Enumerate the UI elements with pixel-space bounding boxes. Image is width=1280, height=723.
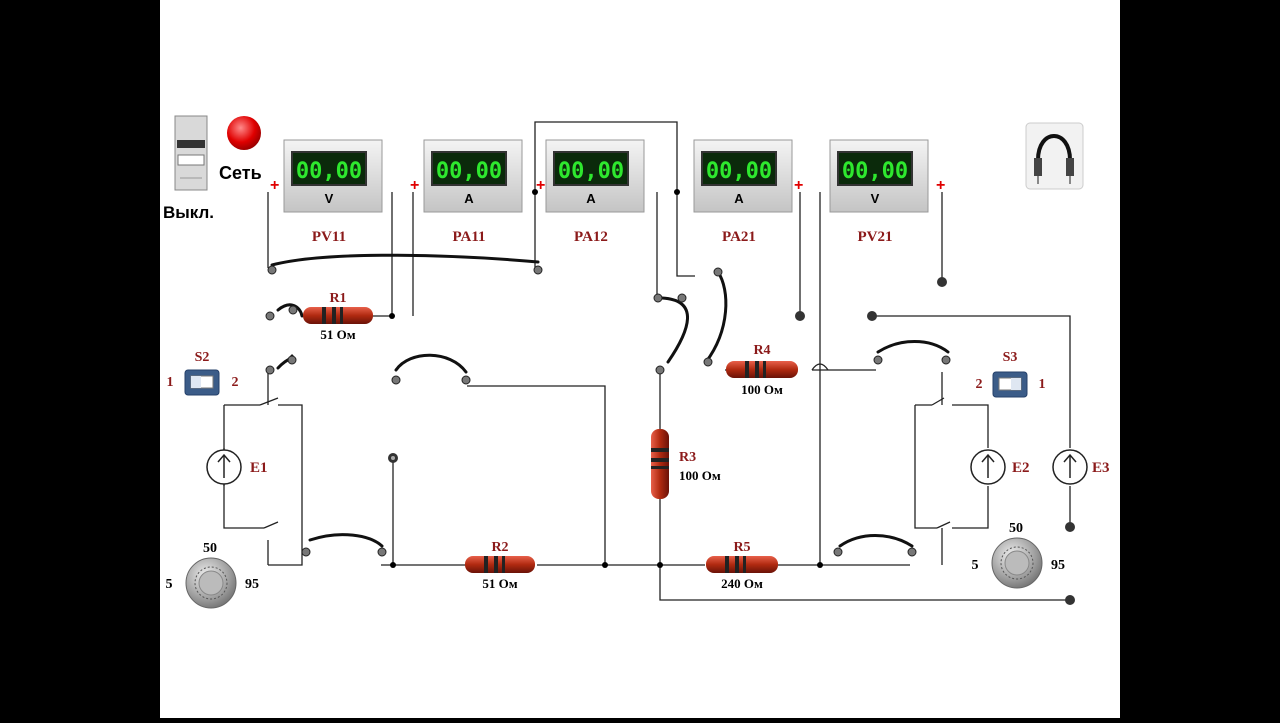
resistor-r2[interactable] [465,556,535,573]
resistor-value: 51 Ом [482,576,517,591]
switch-label: S2 [195,350,210,365]
switch-label: S3 [1003,350,1018,365]
resistor-label: R1 [329,291,346,306]
meter-label-pv21: PV21 [858,229,893,245]
knob-min: 5 [972,558,979,573]
jumper-plugs[interactable] [265,265,951,557]
meter-display: 00,00 [296,159,362,184]
knob-min: 5 [166,577,173,592]
meter-label-pv11: PV11 [312,229,346,245]
knob-max: 95 [245,577,259,592]
resistor-label: R2 [491,540,508,555]
switch-pos-left: 2 [976,377,983,392]
meter-pv11: 00,00 V [283,139,383,213]
meter-unit: A [586,191,596,206]
plus-mark: + [410,177,419,194]
power-label: Сеть [219,163,262,183]
source-e3 [1052,449,1088,485]
meter-unit: V [325,191,334,206]
resistor-value: 100 Ом [741,382,783,397]
source-e1 [206,449,242,485]
plus-mark: + [270,177,279,194]
resistor-label: R3 [679,450,696,465]
power-indicator-icon [227,116,261,150]
knob-e1[interactable] [185,557,237,609]
plus-mark: + [536,177,545,194]
meter-display: 00,00 [706,159,772,184]
meter-unit: A [464,191,474,206]
meter-display: 00,00 [558,159,624,184]
meter-pa21: 00,00 A [693,139,793,213]
polarity-marks: + + + + + [270,177,945,194]
switch-pos-right: 1 [1039,377,1046,392]
power-breaker[interactable] [174,115,208,191]
resistor-value: 51 Ом [320,327,355,342]
switch-s3[interactable] [992,371,1028,398]
junction-dots [389,189,823,568]
switch-contacts [259,397,951,565]
circuit-board: Сеть Выкл. 00,00 V 00,00 A 00,00 A 00,00… [160,0,1120,718]
meter-display: 00,00 [842,159,908,184]
terminals[interactable] [388,277,1075,605]
resistor-value: 100 Ом [679,468,721,483]
knob-mid: 50 [1009,521,1023,536]
resistor-label: R4 [753,343,770,358]
source-label: E3 [1092,460,1110,476]
power-state-label: Выкл. [163,203,214,222]
meter-pa12: 00,00 A [545,139,645,213]
meter-pv21: 00,00 V [829,139,929,213]
resistor-r4[interactable] [726,361,798,378]
meter-pa11: 00,00 A [423,139,523,213]
resistor-r3[interactable] [651,429,669,499]
jumper-cables[interactable] [270,253,950,548]
resistor-r1[interactable] [303,307,373,324]
switch-s2[interactable] [184,369,220,396]
plus-mark: + [794,177,803,194]
meter-unit: A [734,191,744,206]
resistor-value: 240 Ом [721,576,763,591]
wire-crossover [811,363,829,371]
jumper-cable-icon[interactable] [1025,122,1084,190]
knob-mid: 50 [203,541,217,556]
meter-unit: V [871,191,880,206]
source-label: E1 [250,460,268,476]
meter-display: 00,00 [436,159,502,184]
meter-label-pa11: PA11 [452,229,485,245]
meter-label-pa21: PA21 [722,229,756,245]
meter-labels: PV11 PA11 PA12 PA21 PV21 [312,229,893,245]
source-e2 [970,449,1006,485]
resistor-label: R5 [733,540,750,555]
switch-pos-left: 1 [167,375,174,390]
circuit-wires [223,121,1071,601]
resistor-r5[interactable] [706,556,778,573]
knob-e2[interactable] [991,537,1043,589]
source-label: E2 [1012,460,1030,476]
knob-max: 95 [1051,558,1065,573]
plus-mark: + [936,177,945,194]
meter-label-pa12: PA12 [574,229,608,245]
switch-pos-right: 2 [232,375,239,390]
